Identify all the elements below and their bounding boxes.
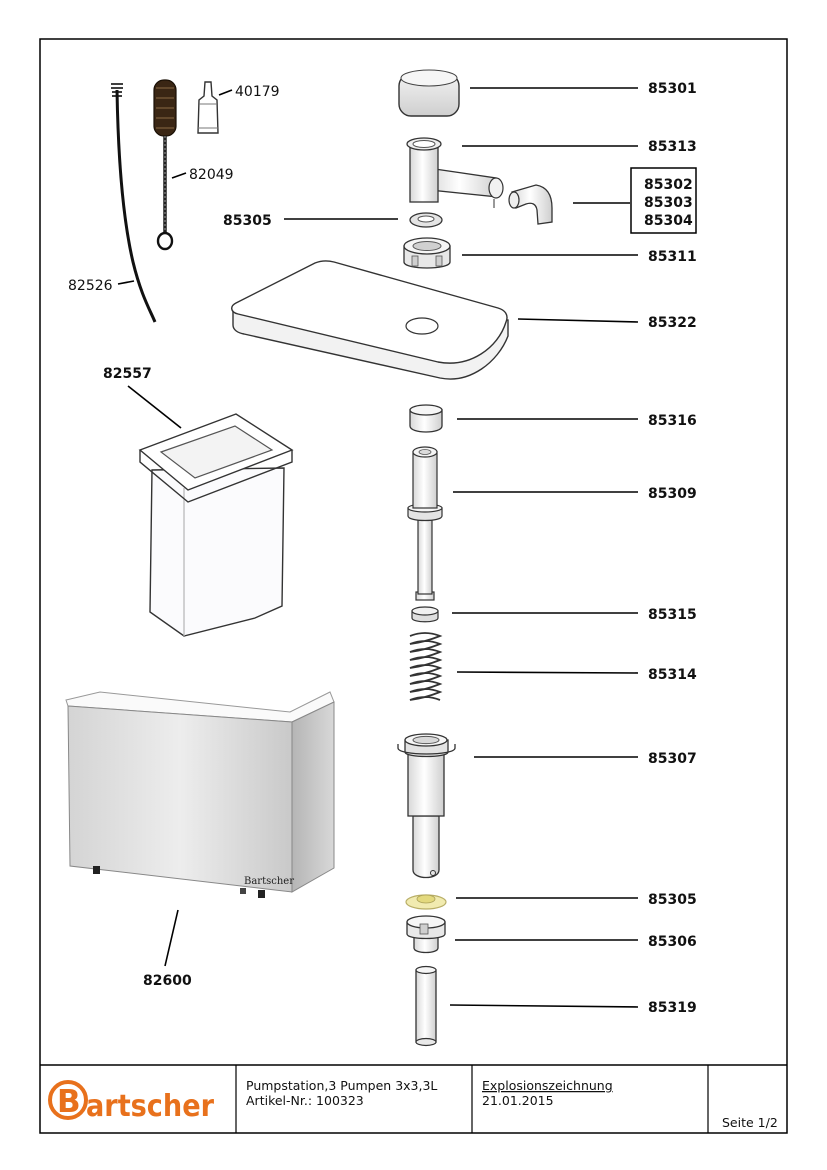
leader-85322 — [517, 318, 639, 323]
part-number-group-box — [630, 167, 697, 234]
part-number-85322: 85322 — [648, 315, 697, 331]
part-number-85309: 85309 — [648, 486, 697, 502]
spring-85314 — [409, 632, 443, 701]
page-number: Seite 1/2 — [722, 1115, 778, 1130]
drawing-frame — [39, 38, 788, 1134]
part-number-85306: 85306 — [648, 934, 697, 950]
insert-container-82557 — [138, 413, 294, 637]
part-number-82600: 82600 — [143, 973, 192, 989]
washer-85305-top — [409, 212, 443, 228]
part-number-85302: 85302 — [644, 177, 693, 193]
bartscher-logo: B artscher — [48, 1080, 214, 1124]
suction-tube-85319 — [415, 965, 437, 1047]
part-number-85304: 85304 — [644, 213, 693, 229]
part-number-85307: 85307 — [648, 751, 697, 767]
threaded-nut-85311 — [403, 237, 451, 269]
product-name: Pumpstation,3 Pumpen 3x3,3L — [246, 1078, 437, 1093]
valve-housing-85306 — [406, 915, 446, 954]
leader-82049 — [171, 172, 187, 179]
part-number-85303: 85303 — [644, 195, 693, 211]
document-type: Explosionszeichnung — [482, 1078, 613, 1093]
part-number-85305-top: 85305 — [223, 213, 272, 229]
document-date: 21.01.2015 — [482, 1093, 554, 1108]
o-ring-85315 — [411, 606, 439, 623]
pump-cylinder-85307 — [397, 733, 456, 879]
leader-82526 — [117, 280, 135, 285]
stainless-cabinet-82600: Bartscher — [65, 691, 335, 898]
spout-body-85313 — [406, 137, 504, 208]
part-number-85316: 85316 — [648, 413, 697, 429]
part-number-82557: 82557 — [103, 366, 152, 382]
lid-plate-85322 — [231, 260, 509, 380]
part-number-82526: 82526 — [68, 278, 113, 294]
leader-82600 — [164, 909, 179, 967]
valve-disk-85305-bottom — [405, 894, 447, 910]
leader-40179 — [218, 89, 233, 96]
part-number-85314: 85314 — [648, 667, 697, 683]
part-number-85319: 85319 — [648, 1000, 697, 1016]
pump-head-cap-85301 — [398, 69, 460, 117]
part-number-85301: 85301 — [648, 81, 697, 97]
leader-85319 — [449, 1004, 639, 1008]
leader-85314 — [456, 671, 639, 674]
spout-elbow-85302-85304 — [508, 184, 553, 225]
article-number: Artikel-Nr.: 100323 — [246, 1093, 364, 1108]
svg-text:B: B — [57, 1084, 81, 1120]
logo-text: artscher — [86, 1089, 214, 1124]
part-number-85315: 85315 — [648, 607, 697, 623]
guide-ring-85316 — [409, 404, 443, 433]
leader-82557 — [127, 385, 182, 429]
piston-rod-85309 — [407, 446, 443, 601]
cleaning-wire-82526 — [111, 83, 157, 323]
cabinet-logo: Bartscher — [244, 876, 294, 887]
lubricant-tube-40179 — [197, 81, 219, 134]
part-number-85305-bottom: 85305 — [648, 892, 697, 908]
part-number-85313: 85313 — [648, 139, 697, 155]
part-number-85311: 85311 — [648, 249, 697, 265]
part-number-40179: 40179 — [235, 84, 280, 100]
cleaning-brush-82049 — [153, 79, 177, 251]
part-number-82049: 82049 — [189, 167, 234, 183]
